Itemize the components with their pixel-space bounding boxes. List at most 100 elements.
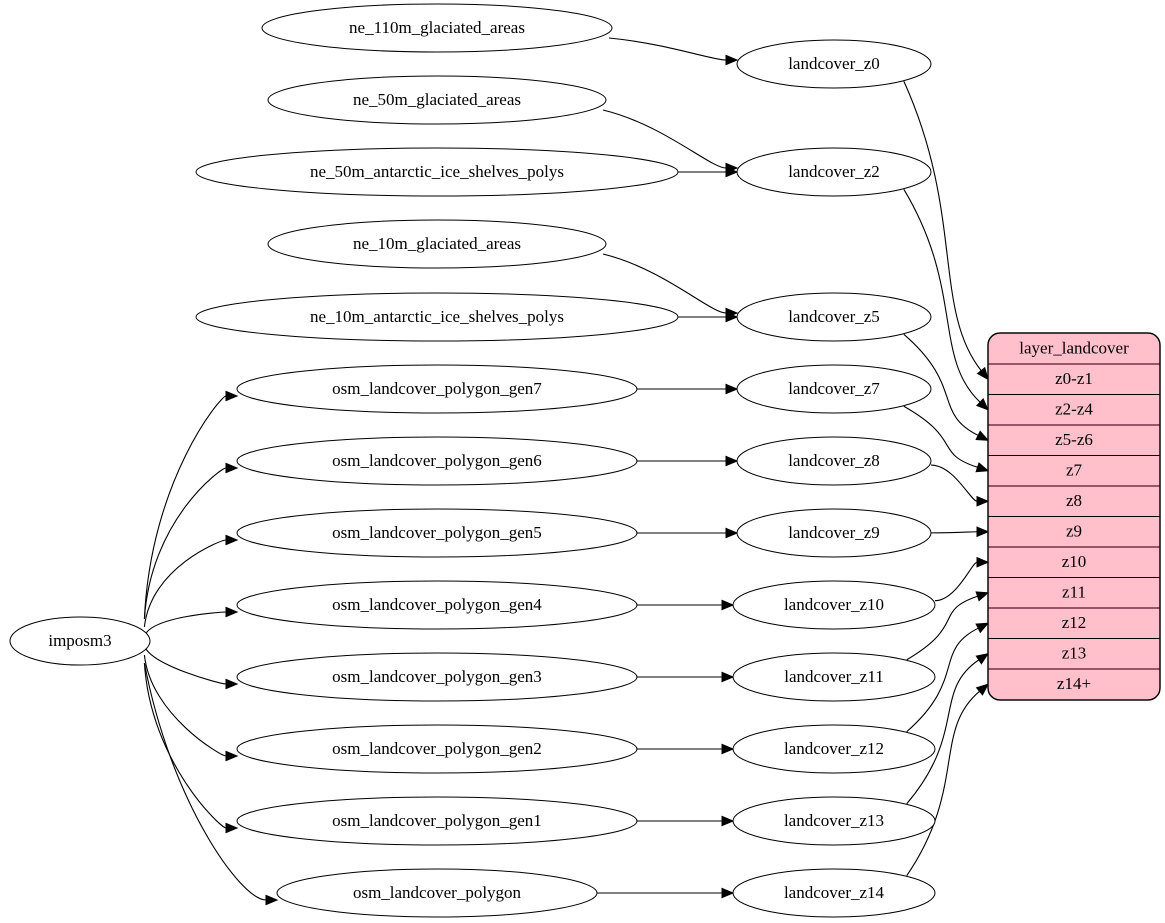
layer-landcover-row-hit-z14+[interactable] [988,669,1160,700]
node-osm_landcover_polygon_gen7-shape[interactable] [236,364,638,414]
edge-osm_landcover_polygon_gen7-to-landcover_z7-arrowhead [725,383,739,395]
layer-landcover-row-hit-z11[interactable] [988,578,1160,609]
layer-landcover-row-z12[interactable]: z12 [988,608,1160,639]
layer-landcover-row-hit-z10[interactable] [988,547,1160,578]
edge-landcover_z7-to-row-z7 [903,405,978,468]
node-landcover_z7-shape[interactable] [736,364,932,414]
node-osm_landcover_polygon_gen5[interactable]: osm_landcover_polygon_gen5 [236,508,638,558]
node-landcover_z13[interactable]: landcover_z13 [732,796,936,846]
layer-landcover-row-z8[interactable]: z8 [988,486,1160,517]
node-landcover_z9[interactable]: landcover_z9 [736,508,932,558]
layer-landcover-row-hit-z7[interactable] [988,456,1160,487]
edge-ne_110m_glaciated_areas-to-landcover_z0 [608,37,727,61]
node-osm_landcover_polygon_gen6[interactable]: osm_landcover_polygon_gen6 [236,436,638,486]
node-ne_10m_antarctic_ice_shelves_polys-shape[interactable] [195,292,679,342]
layer-landcover-row-z7[interactable]: z7 [988,456,1160,487]
edge-osm_landcover_polygon_gen2-to-landcover_z12-arrowhead [721,743,735,755]
layer-landcover-row-z9[interactable]: z9 [988,517,1160,548]
layer-landcover-row-hit-z9[interactable] [988,517,1160,548]
node-ne_50m_glaciated_areas-shape[interactable] [267,75,607,125]
node-landcover_z13-shape[interactable] [732,796,936,846]
edge-landcover_z0-to-row-z0-z1-arrowhead [976,366,989,381]
node-landcover_z2[interactable]: landcover_z2 [736,147,932,197]
edge-landcover_z11-to-row-z11-arrowhead [975,591,990,602]
edge-landcover_z2-to-row-z2-z4-arrowhead [975,397,989,411]
node-ne_110m_glaciated_areas-shape[interactable] [261,3,613,53]
node-landcover_z7[interactable]: landcover_z7 [736,364,932,414]
node-ne_110m_glaciated_areas[interactable]: ne_110m_glaciated_areas [261,3,613,53]
node-osm_landcover_polygon_gen3-shape[interactable] [236,652,638,702]
edge-landcover_z0-to-row-z0-z1 [903,81,982,371]
layer-landcover-row-z2-z4[interactable]: z2-z4 [988,395,1160,426]
edge-landcover_z9-to-row-z9 [930,531,978,534]
node-osm_landcover_polygon-shape[interactable] [276,868,598,918]
node-osm_landcover_polygon_gen2[interactable]: osm_landcover_polygon_gen2 [236,724,638,774]
edge-landcover_z10-to-row-z10 [934,561,978,602]
node-osm_landcover_polygon_gen3[interactable]: osm_landcover_polygon_gen3 [236,652,638,702]
node-landcover_z12[interactable]: landcover_z12 [732,724,936,774]
layer-landcover-row-z0-z1[interactable]: z0-z1 [988,364,1160,395]
node-ne_50m_glaciated_areas[interactable]: ne_50m_glaciated_areas [267,75,607,125]
node-landcover_z9-shape[interactable] [736,508,932,558]
edge-landcover_z2-to-row-z2-z4 [903,188,981,403]
node-imposm3[interactable]: imposm3 [9,616,151,666]
layer-landcover-row-z13[interactable]: z13 [988,639,1160,670]
node-landcover_z14[interactable]: landcover_z14 [732,868,936,918]
node-osm_landcover_polygon_gen7[interactable]: osm_landcover_polygon_gen7 [236,364,638,414]
edge-landcover_z5-to-row-z5-z6-arrowhead [975,430,990,441]
edge-imposm3-to-osm_landcover_polygon_gen6 [143,467,227,619]
node-osm_landcover_polygon_gen4[interactable]: osm_landcover_polygon_gen4 [236,580,638,630]
edges-layer [143,37,990,906]
layer-landcover-row-z11[interactable]: z11 [988,578,1160,609]
edge-landcover_z12-to-row-z12-arrowhead [975,622,990,634]
node-ne_50m_antarctic_ice_shelves_polys[interactable]: ne_50m_antarctic_ice_shelves_polys [195,147,679,197]
layer-landcover-row-hit-z8[interactable] [988,486,1160,517]
layer-landcover-row-z5-z6[interactable]: z5-z6 [988,425,1160,456]
edge-imposm3-to-osm_landcover_polygon_gen1-arrowhead [225,822,239,834]
node-landcover_z11-shape[interactable] [732,652,936,702]
node-landcover_z10[interactable]: landcover_z10 [732,580,936,630]
node-landcover_z11[interactable]: landcover_z11 [732,652,936,702]
node-ne_10m_antarctic_ice_shelves_polys[interactable]: ne_10m_antarctic_ice_shelves_polys [195,292,679,342]
edge-landcover_z7-to-row-z7-arrowhead [975,462,990,473]
node-ne_50m_antarctic_ice_shelves_polys-shape[interactable] [195,147,679,197]
node-landcover_z5-shape[interactable] [736,292,932,342]
node-landcover_z0[interactable]: landcover_z0 [736,39,932,89]
node-osm_landcover_polygon_gen1-shape[interactable] [236,796,638,846]
node-osm_landcover_polygon[interactable]: osm_landcover_polygon [276,868,598,918]
node-osm_landcover_polygon_gen1[interactable]: osm_landcover_polygon_gen1 [236,796,638,846]
edge-ne_10m_glaciated_areas-to-landcover_z5 [602,253,727,314]
layer-landcover-row-hit-z2-z4[interactable] [988,395,1160,426]
node-landcover_z2-shape[interactable] [736,147,932,197]
edge-imposm3-to-osm_landcover_polygon_gen4-arrowhead [225,606,239,618]
layer-landcover-row-hit-z13[interactable] [988,639,1160,670]
edge-landcover_z8-to-row-z8 [930,464,978,502]
layer-landcover-row-z10[interactable]: z10 [988,547,1160,578]
node-ne_10m_glaciated_areas[interactable]: ne_10m_glaciated_areas [267,219,607,269]
edge-imposm3-to-osm_landcover_polygon_gen3 [143,645,227,685]
node-landcover_z8[interactable]: landcover_z8 [736,436,932,486]
node-landcover_z0-shape[interactable] [736,39,932,89]
node-landcover_z5[interactable]: landcover_z5 [736,292,932,342]
node-ne_10m_glaciated_areas-shape[interactable] [267,219,607,269]
layer-landcover-row-hit-z12[interactable] [988,608,1160,639]
edge-imposm3-to-osm_landcover_polygon_gen4 [143,611,227,637]
node-imposm3-shape[interactable] [9,616,151,666]
node-osm_landcover_polygon_gen6-shape[interactable] [236,436,638,486]
edge-imposm3-to-osm_landcover_polygon_gen7 [143,395,227,619]
edge-imposm3-to-osm_landcover_polygon_gen1 [143,663,227,829]
node-landcover_z12-shape[interactable] [732,724,936,774]
edge-landcover_z13-to-row-z13 [906,659,980,805]
edge-imposm3-to-osm_landcover_polygon_gen3-arrowhead [225,678,239,690]
layer-landcover-row-hit-z5-z6[interactable] [988,425,1160,456]
node-osm_landcover_polygon_gen2-shape[interactable] [236,724,638,774]
node-landcover_z8-shape[interactable] [736,436,932,486]
edge-osm_landcover_polygon_gen5-to-landcover_z9-arrowhead [725,527,739,539]
node-landcover_z14-shape[interactable] [732,868,936,918]
node-landcover_z10-shape[interactable] [732,580,936,630]
node-osm_landcover_polygon_gen4-shape[interactable] [236,580,638,630]
node-osm_landcover_polygon_gen5-shape[interactable] [236,508,638,558]
layer-landcover-row-hit-z0-z1[interactable] [988,364,1160,395]
layer-landcover-row-z14+[interactable]: z14+ [988,669,1160,700]
